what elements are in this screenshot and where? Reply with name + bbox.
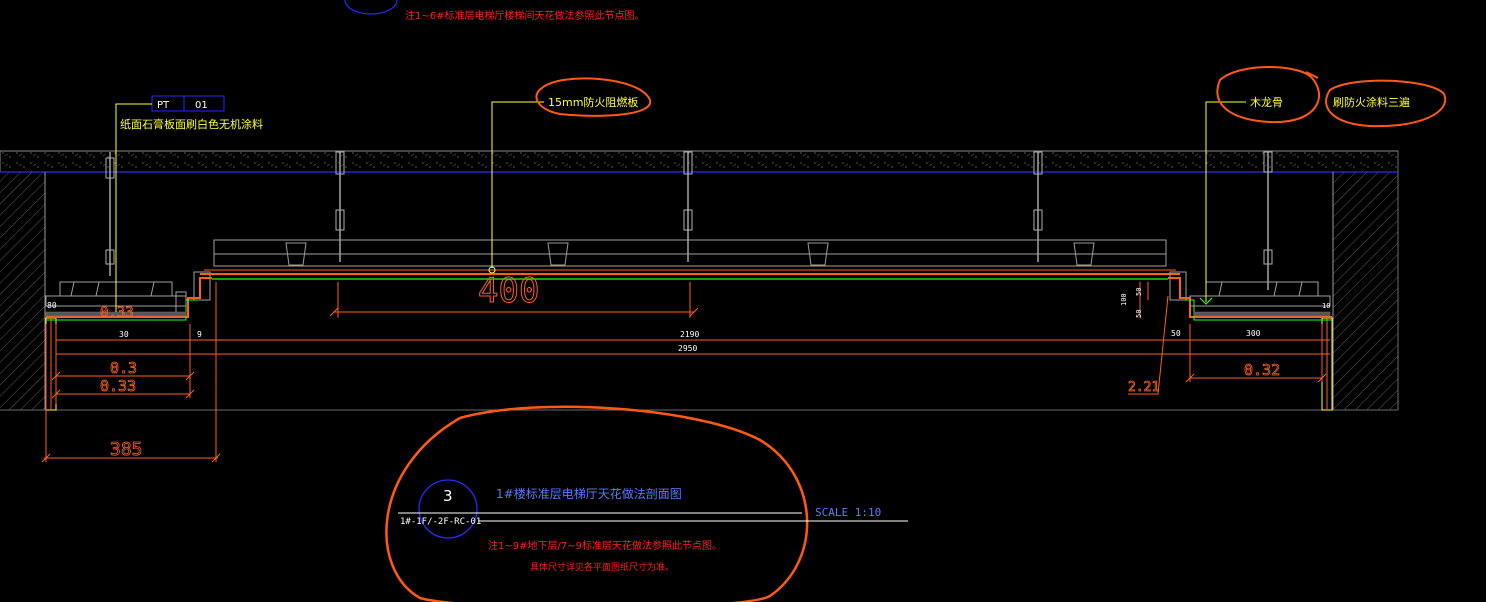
- dim-30: 30: [119, 330, 129, 339]
- dim-100: 100: [1120, 293, 1128, 306]
- dim-2190: 2190: [680, 330, 699, 339]
- gypsum-leader: [115, 103, 152, 312]
- sheet-reference: 1#-1F/-2F-RC-01: [400, 517, 481, 527]
- detail-number-circle: [418, 479, 478, 539]
- hanger-fittings: [105, 151, 1273, 265]
- right-finish-line: [1168, 277, 1332, 318]
- bottom-note-1: 注1~9#地下层/7~9标准层天花做法参照此节点图。: [488, 539, 722, 552]
- concrete-slab: [0, 150, 1399, 173]
- dim-0-33: 0.33: [100, 377, 136, 395]
- bottom-note-2: 具体尺寸详见各平面图纸尺寸为准。: [530, 561, 674, 573]
- main-ceiling-frame: [213, 239, 1167, 267]
- dim-385: 385: [110, 439, 143, 460]
- fireboard-label: 15mm防火阻燃板: [548, 95, 638, 109]
- dimension-lines: [41, 282, 1330, 463]
- dim-50-side: 50: [1171, 329, 1181, 338]
- dim-0-3: 0.3: [110, 359, 137, 377]
- dim-300: 300: [1246, 329, 1261, 338]
- dim-2-21: 2.21: [1128, 380, 1159, 395]
- pt-tag: PT: [157, 100, 170, 111]
- title-markup-ellipse: [385, 405, 809, 602]
- dim-50-lower: 50: [1135, 310, 1143, 318]
- dim-0-33-top: 0.33: [100, 305, 134, 321]
- dim-0-32: 0.32: [1244, 361, 1280, 379]
- dim-400: 400: [478, 271, 539, 311]
- top-note: 注1~6#标准层电梯厅楼梯间天花做法参照此节点图。: [405, 9, 644, 22]
- wood-keel-label: 木龙骨: [1250, 96, 1283, 109]
- pt-number: 01: [195, 100, 208, 111]
- fireboard-markup: [535, 77, 652, 117]
- wood-keel-markup: [1216, 66, 1321, 124]
- left-wall-hatch: [0, 172, 45, 410]
- dim-80: 80: [47, 301, 57, 310]
- hanger-rods: [109, 152, 1269, 290]
- fire-paint-markup: [1325, 79, 1447, 128]
- gypsum-board-label: 纸面石膏板面刷白色无机涂料: [120, 117, 263, 131]
- fire-paint-label: 刷防火涂料三遍: [1333, 95, 1410, 109]
- dim-9: 9: [197, 330, 202, 339]
- dim-10: 10: [1322, 302, 1330, 310]
- fireboard-leader: [491, 101, 544, 268]
- dim-50-upper: 50: [1135, 288, 1143, 296]
- ceiling-keels: [285, 242, 1095, 266]
- dim-2950: 2950: [678, 344, 697, 353]
- wood-keel-leader: [1205, 101, 1246, 302]
- top-callout-circle: [344, 0, 398, 15]
- detail-number: 3: [443, 487, 453, 505]
- right-wall-hatch: [1333, 172, 1398, 410]
- left-finish-line: [46, 277, 212, 318]
- detail-title: 1#楼标准层电梯厅天花做法剖面图: [496, 486, 682, 501]
- scale-label: SCALE 1:10: [815, 506, 881, 519]
